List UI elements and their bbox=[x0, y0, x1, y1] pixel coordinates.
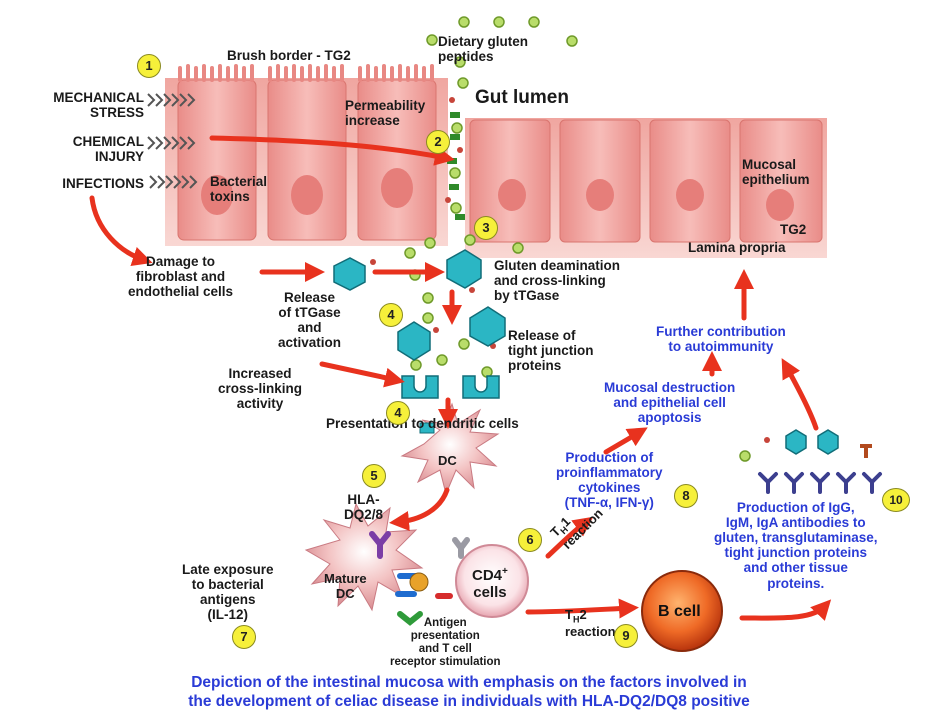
tg2-label: TG2 bbox=[780, 222, 807, 237]
lamina-propria-label: Lamina propria bbox=[688, 240, 786, 255]
cd4-superscript: + bbox=[502, 566, 508, 577]
antibodies-label: Production of IgG, IgM, IgA antibodies t… bbox=[714, 500, 878, 591]
increased-crosslinking-label: Increased cross-linking activity bbox=[218, 366, 303, 412]
epithelium-right bbox=[465, 118, 827, 258]
cd4-cells-text: cells bbox=[473, 583, 507, 601]
epithelium-left bbox=[165, 64, 448, 246]
cytokines-label: Production of proinflammatory cytokines … bbox=[556, 450, 663, 511]
th2-t: T bbox=[565, 607, 573, 622]
dendritic-cell bbox=[400, 402, 500, 496]
step-number-4b: 4 bbox=[386, 401, 410, 425]
brush-border-label: Brush border - TG2 bbox=[227, 48, 351, 63]
cd4-cell-body bbox=[455, 544, 529, 618]
step-number-10: 10 bbox=[882, 488, 910, 512]
b-cell-label: B cell bbox=[658, 603, 701, 620]
antigen-complex bbox=[409, 572, 429, 592]
hla-label: HLA- DQ2/8 bbox=[344, 492, 384, 523]
infections-label: INFECTIONS bbox=[62, 176, 144, 191]
antibodies bbox=[758, 472, 882, 494]
presentation-dc-label: Presentation to dendritic cells bbox=[326, 416, 519, 431]
step-number-2: 2 bbox=[426, 130, 450, 154]
tight-junction-label: Release of tight junction proteins bbox=[508, 328, 594, 374]
gluten-deamination-label: Gluten deamination and cross-linking by … bbox=[494, 258, 621, 304]
mature-dendritic-cell bbox=[304, 502, 424, 612]
gut-lumen-label: Gut lumen bbox=[475, 87, 569, 108]
b-cell-body bbox=[641, 570, 723, 652]
chemical-injury-label: CHEMICAL INJURY bbox=[72, 134, 144, 165]
th2-h: H bbox=[572, 614, 580, 625]
figure-caption: Depiction of the intestinal mucosa with … bbox=[188, 674, 750, 710]
step-number-3: 3 bbox=[474, 216, 498, 240]
dietary-gluten-label: Dietary gluten peptides bbox=[438, 34, 529, 65]
dc-label: DC bbox=[438, 453, 457, 468]
step-number-7: 7 bbox=[232, 625, 256, 649]
step-number-9: 9 bbox=[614, 624, 638, 648]
th2-reaction-label: TH2 reaction bbox=[565, 607, 616, 639]
mature-dc-label: Mature DC bbox=[324, 571, 367, 601]
late-exposure-label: Late exposure to bacterial antigens (IL-… bbox=[182, 562, 274, 623]
stress-chevrons bbox=[147, 93, 198, 189]
tight-junction-markers bbox=[370, 97, 872, 458]
mechanical-stress-label: MECHANICAL STRESS bbox=[53, 90, 144, 121]
step-number-4a: 4 bbox=[379, 303, 403, 327]
antigen-presentation-label: Antigen presentation and T cell receptor… bbox=[390, 617, 501, 668]
pathway-arrows bbox=[89, 135, 832, 621]
th2-rest: 2 reaction bbox=[565, 607, 616, 639]
permeability-label: Permeability increase bbox=[345, 98, 426, 129]
receptor-cups bbox=[401, 375, 500, 399]
bacterial-toxins-label: Bacterial toxins bbox=[210, 174, 268, 205]
step-number-6: 6 bbox=[518, 528, 542, 552]
mucosal-epithelium-label: Mucosal epithelium bbox=[742, 157, 810, 188]
cd4-label: CD4+ cells bbox=[472, 566, 508, 602]
mucosal-destruction-label: Mucosal destruction and epithelial cell … bbox=[604, 380, 736, 426]
step-number-1: 1 bbox=[137, 54, 161, 78]
release-ttgase-label: Release of tTGase and activation bbox=[278, 290, 342, 351]
step-number-5: 5 bbox=[362, 464, 386, 488]
cd4-text: CD4 bbox=[472, 567, 503, 584]
ttgase-hexagons bbox=[333, 249, 839, 455]
damage-label: Damage to fibroblast and endothelial cel… bbox=[128, 254, 234, 300]
further-contribution-label: Further contribution to autoimmunity bbox=[656, 324, 786, 355]
step-number-8: 8 bbox=[674, 484, 698, 508]
